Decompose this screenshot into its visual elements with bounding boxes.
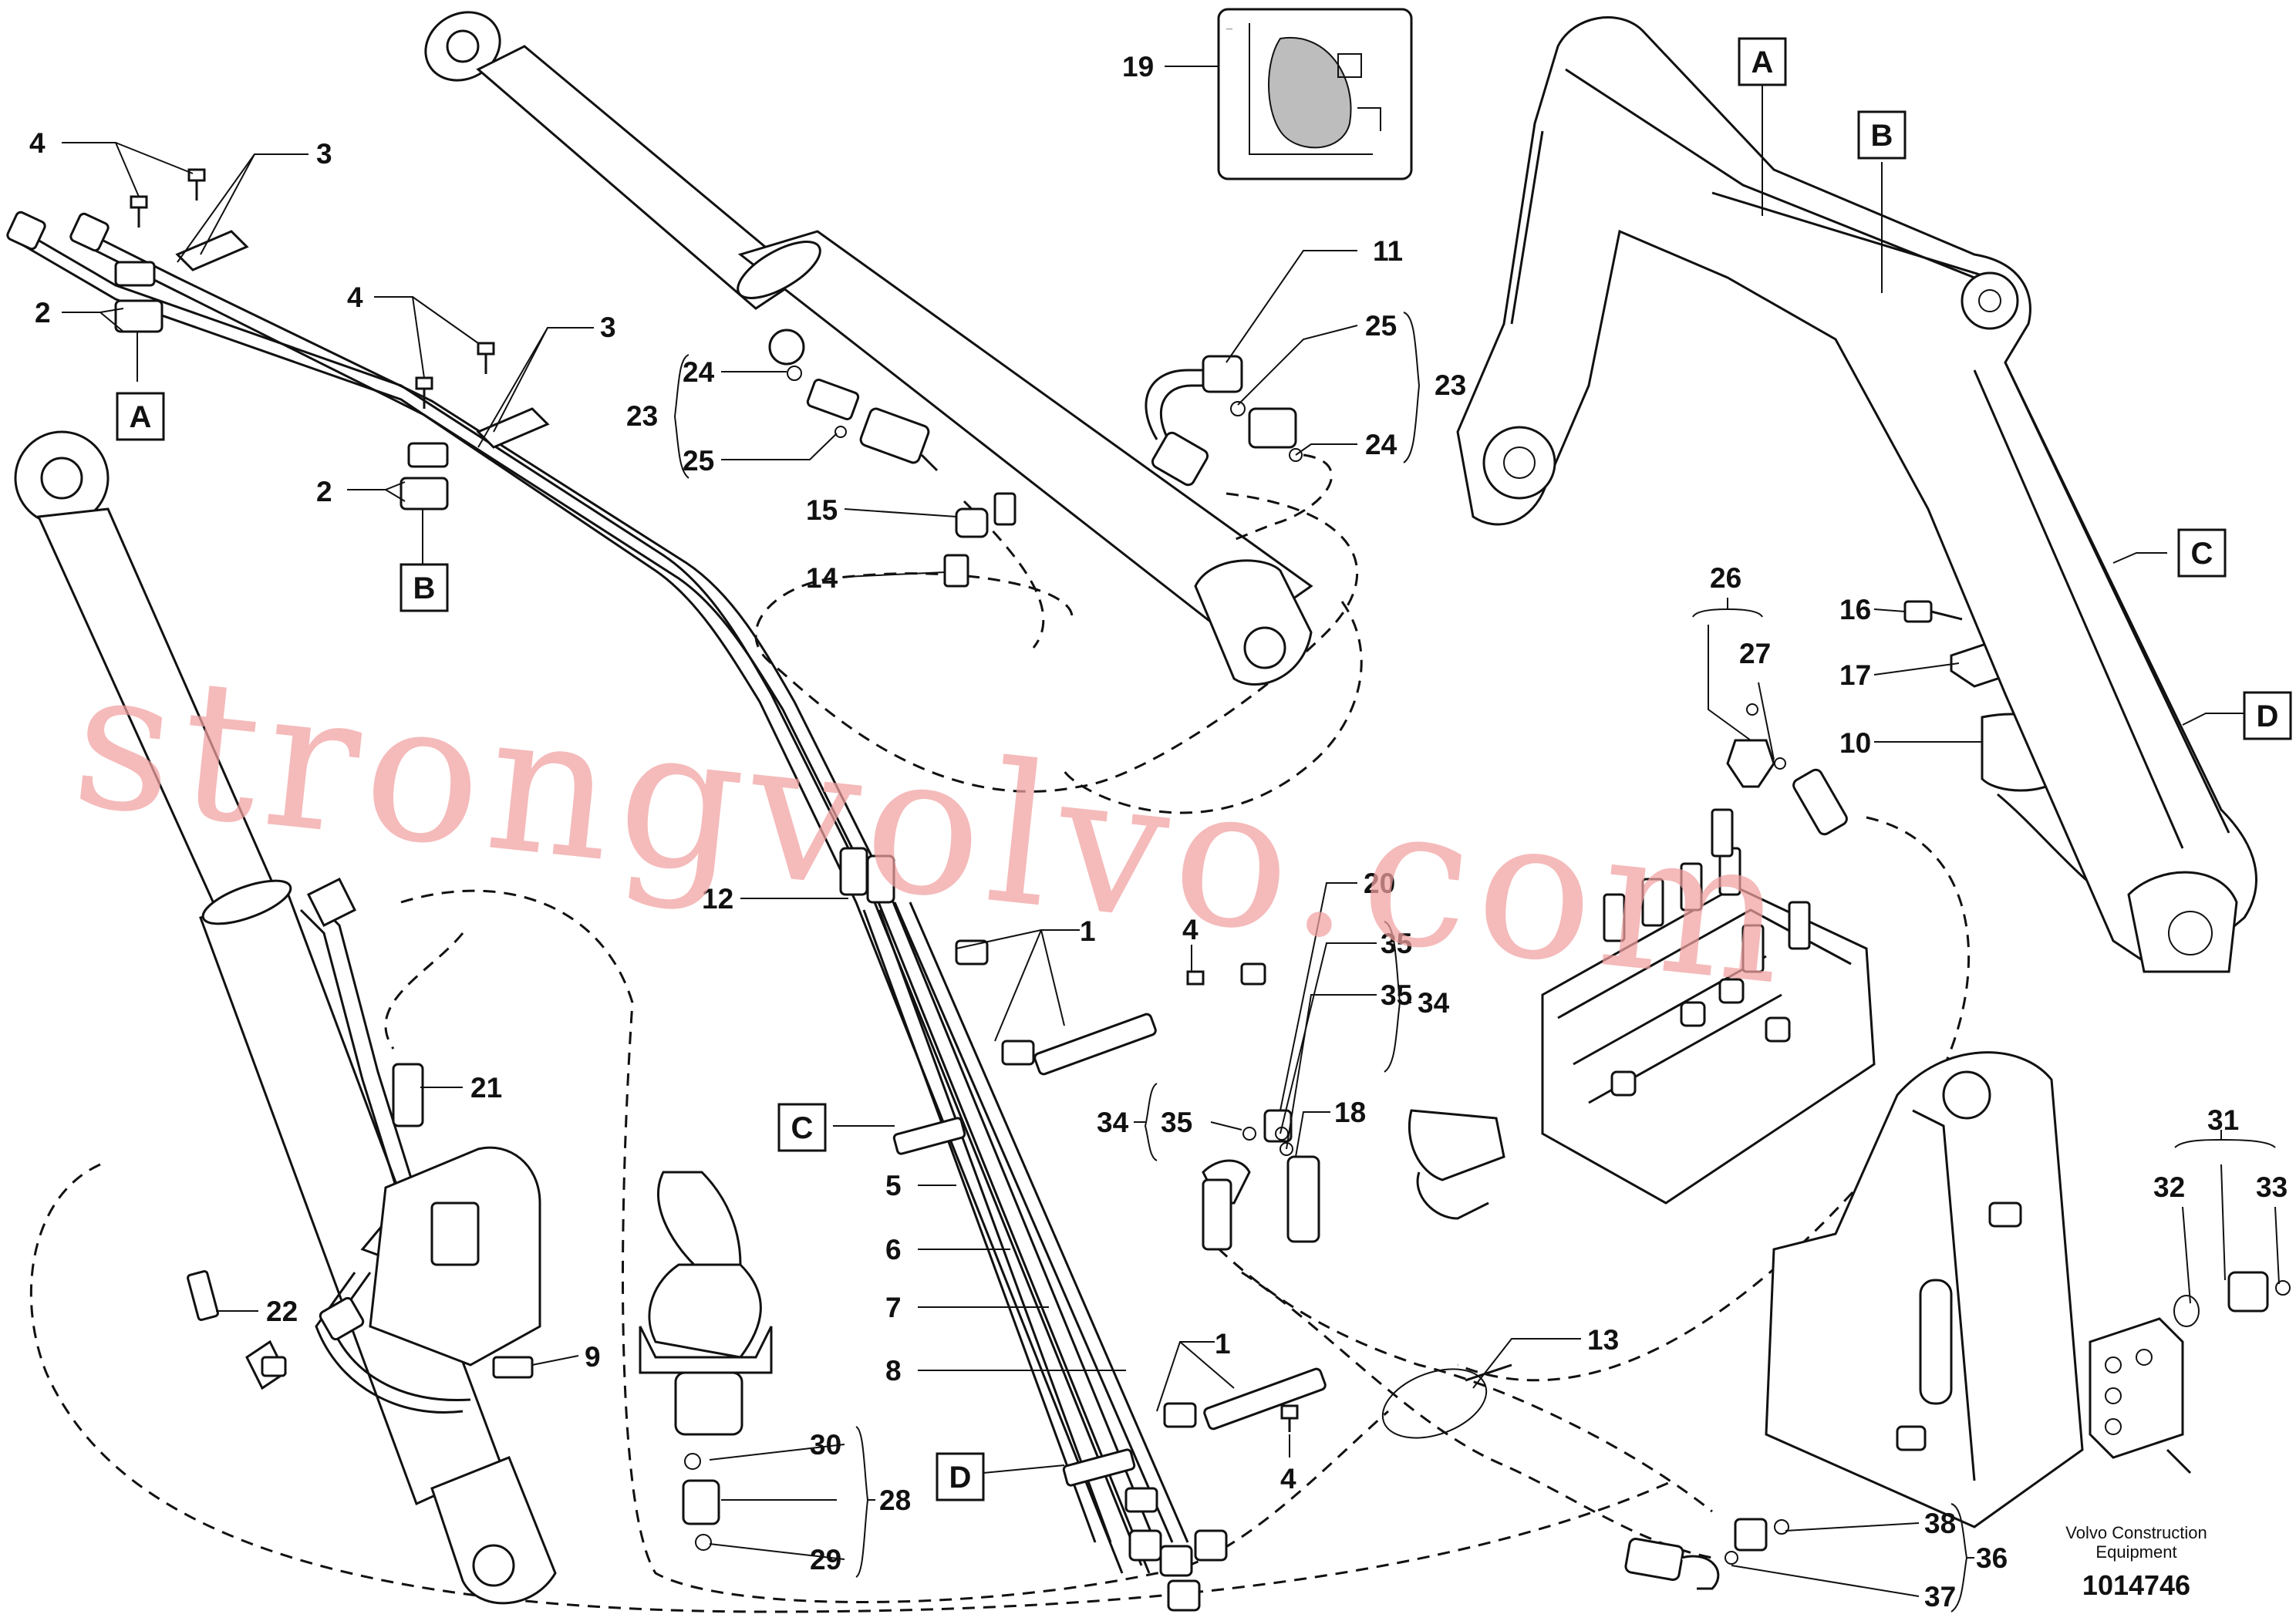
callout-1-bottom: 1 — [1215, 1328, 1231, 1360]
callout-24-left: 24 — [683, 356, 715, 388]
callout-19: 19 — [1122, 51, 1154, 83]
box-label-a-right: A — [1738, 37, 1787, 86]
pipe-clamps — [114, 230, 1327, 1513]
pipe-end-fittings — [6, 211, 1228, 1612]
callout-16: 16 — [1839, 594, 1871, 625]
callout-33: 33 — [2256, 1171, 2288, 1203]
title-block: Volvo Construction Equipment 1014746 — [2065, 1523, 2207, 1601]
callout-36: 36 — [1976, 1542, 2008, 1574]
valve-manifold — [2089, 1271, 2291, 1474]
callout-12: 12 — [702, 883, 733, 915]
callout-28: 28 — [879, 1485, 911, 1516]
box-label-c-right: C — [2177, 528, 2227, 578]
fitting-set-right — [1145, 355, 1333, 541]
hydraulic-tank — [1765, 1051, 2084, 1528]
callout-35-lower: 35 — [1161, 1107, 1192, 1138]
callout-32: 32 — [2153, 1171, 2185, 1203]
callout-5: 5 — [885, 1170, 902, 1201]
callout-3-top: 3 — [316, 138, 332, 170]
callout-2-top: 2 — [35, 297, 51, 329]
box-label-d-right: D — [2243, 691, 2292, 740]
callout-13: 13 — [1587, 1324, 1619, 1356]
callout-21: 21 — [470, 1072, 502, 1104]
svg-text:C: C — [791, 1111, 814, 1145]
callout-31: 31 — [2207, 1104, 2239, 1136]
callout-6: 6 — [885, 1234, 902, 1265]
callout-7: 7 — [885, 1292, 902, 1323]
watermark: strongvolvo.com — [64, 625, 1802, 1028]
svg-text:C: C — [2191, 537, 2213, 571]
brand-line-1: Volvo Construction — [2065, 1523, 2207, 1542]
cylinder-valve-block — [306, 877, 541, 1414]
box-label-c-left: C — [777, 1103, 827, 1152]
callout-35-upper: 35 — [1381, 928, 1412, 959]
joystick — [639, 1171, 773, 1551]
callout-35-partial: 35 — [1381, 979, 1412, 1011]
svg-text:—: — — [1226, 25, 1232, 32]
fittings-21-22 — [187, 1270, 287, 1390]
callout-1-top: 1 — [1080, 915, 1096, 947]
working-range-inset: — — [1217, 8, 1413, 180]
cable-tie — [1381, 1363, 1512, 1439]
bolt-parts — [130, 168, 1299, 1432]
working-range-shade — [1268, 36, 1352, 149]
callout-2-middle: 2 — [316, 476, 332, 507]
callout-4-top: 4 — [29, 127, 46, 159]
callout-15: 15 — [806, 494, 838, 526]
hydraulic-pipe-bundle — [22, 230, 1189, 1574]
callout-23-right: 23 — [1435, 369, 1466, 401]
callout-14: 14 — [806, 562, 838, 594]
callout-29: 29 — [810, 1544, 841, 1576]
callout-27: 27 — [1739, 638, 1771, 669]
callout-20: 20 — [1364, 868, 1395, 899]
control-valve-assembly — [1408, 703, 1876, 1220]
left-hydraulic-cylinder — [14, 430, 557, 1605]
leader-lines — [62, 66, 2280, 1613]
callout-38: 38 — [1924, 1508, 1956, 1539]
box-label-b-right: B — [1857, 110, 1907, 160]
svg-text:A: A — [1752, 45, 1774, 79]
callout-25-right: 25 — [1365, 310, 1397, 342]
callout-30: 30 — [810, 1429, 841, 1461]
callout-4-bottom: 4 — [1280, 1463, 1296, 1495]
callout-3-middle: 3 — [600, 312, 616, 343]
svg-text:A: A — [130, 400, 152, 434]
callout-34-lower: 34 — [1097, 1107, 1129, 1138]
box-label-d-left: D — [936, 1452, 985, 1501]
boxed-labels: A B A B C D C D — [116, 37, 2292, 1501]
svg-text:B: B — [1871, 119, 1893, 153]
pipe-fittings-12 — [839, 847, 895, 904]
svg-text:D: D — [2257, 699, 2279, 733]
brand-line-2: Equipment — [2095, 1542, 2176, 1562]
svg-text:D: D — [949, 1461, 972, 1495]
callout-37: 37 — [1924, 1581, 1956, 1613]
callout-numbers: 1 1 2 2 3 3 4 4 4 4 5 6 7 8 9 10 11 12 1… — [29, 51, 2288, 1613]
box-label-a-left: A — [116, 392, 165, 441]
callout-23-left: 23 — [626, 400, 658, 432]
fitting-set-left — [787, 366, 989, 588]
boom-and-arm — [1456, 16, 2257, 973]
callout-26: 26 — [1710, 562, 1741, 594]
callout-4-right: 4 — [1182, 914, 1199, 945]
callout-9: 9 — [585, 1341, 601, 1373]
callout-4-middle: 4 — [347, 281, 363, 313]
callout-24-right: 24 — [1365, 429, 1397, 460]
callout-17: 17 — [1839, 659, 1871, 691]
fittings-36-37-38 — [1624, 1518, 1789, 1590]
callout-18: 18 — [1334, 1097, 1366, 1128]
callout-10: 10 — [1839, 727, 1871, 759]
callout-11: 11 — [1373, 235, 1403, 267]
center-hydraulic-cylinder — [424, 11, 1313, 686]
box-label-b-left: B — [400, 563, 449, 612]
callout-34-upper: 34 — [1418, 987, 1450, 1019]
svg-text:B: B — [413, 571, 436, 605]
callout-8: 8 — [885, 1355, 902, 1387]
callout-25-left: 25 — [683, 445, 714, 477]
callout-22: 22 — [266, 1296, 298, 1327]
part-number: 1014746 — [2082, 1569, 2190, 1601]
